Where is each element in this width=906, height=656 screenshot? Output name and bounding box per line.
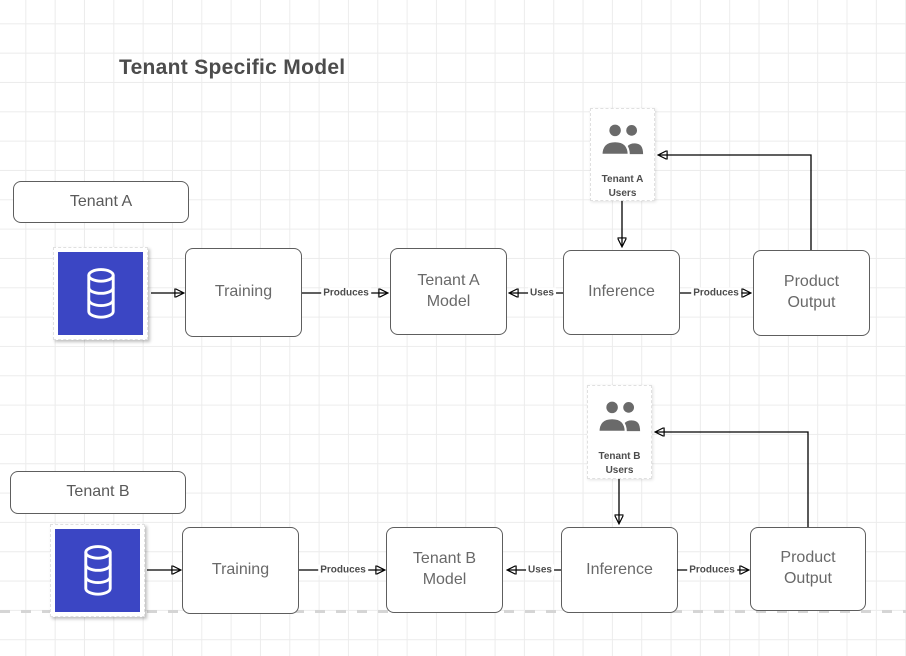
edge-label-produces: Produces (318, 564, 368, 576)
database-icon (86, 267, 115, 319)
tenant-b-product-output-node[interactable]: Product Output (750, 527, 866, 611)
database-tile (55, 529, 140, 612)
tenant-b-group-label[interactable]: Tenant B (10, 471, 186, 514)
tenant-b-users-node[interactable]: Tenant B Users (587, 385, 652, 479)
edge-label-produces: Produces (691, 287, 741, 299)
model-label: Tenant B Model (412, 550, 477, 588)
connector-product-a-to-users-a[interactable] (659, 155, 812, 250)
database-icon (83, 544, 112, 596)
tenant-a-product-output-node[interactable]: Product Output (753, 250, 870, 336)
edge-label-produces: Produces (687, 564, 737, 576)
edge-label-uses: Uses (526, 564, 554, 576)
tenant-a-model-node[interactable]: Tenant A Model (390, 248, 507, 335)
training-label: Training (211, 561, 270, 579)
edge-label-produces: Produces (321, 287, 371, 299)
tenant-a-database-node[interactable] (53, 247, 148, 340)
tenant-a-inference-node[interactable]: Inference (563, 250, 680, 335)
product-output-label: Product Output (783, 273, 840, 311)
users-icon (596, 399, 642, 433)
connector-product-b-to-users-b[interactable] (656, 432, 809, 527)
tenant-b-inference-node[interactable]: Inference (561, 527, 678, 613)
database-tile (58, 252, 143, 335)
tenant-a-group-label[interactable]: Tenant A (13, 181, 189, 223)
edge-label-uses: Uses (528, 287, 556, 299)
users-label: Tenant B Users (598, 451, 641, 476)
tenant-a-training-node[interactable]: Training (185, 248, 302, 337)
product-output-label: Product Output (780, 549, 836, 587)
training-label: Training (214, 283, 273, 301)
tenant-b-group-label-text: Tenant B (66, 483, 130, 501)
tenant-a-users-node[interactable]: Tenant A Users (590, 108, 655, 201)
diagram-title[interactable]: Tenant Specific Model (119, 56, 346, 79)
tenant-b-training-node[interactable]: Training (182, 527, 299, 614)
tenant-b-database-node[interactable] (50, 524, 145, 617)
users-label: Tenant A Users (601, 174, 644, 199)
tenant-a-group-label-text: Tenant A (69, 192, 133, 210)
users-icon (599, 122, 645, 156)
inference-label: Inference (586, 560, 653, 578)
model-label: Tenant A Model (417, 271, 480, 310)
tenant-b-model-node[interactable]: Tenant B Model (386, 527, 503, 613)
inference-label: Inference (588, 283, 655, 301)
